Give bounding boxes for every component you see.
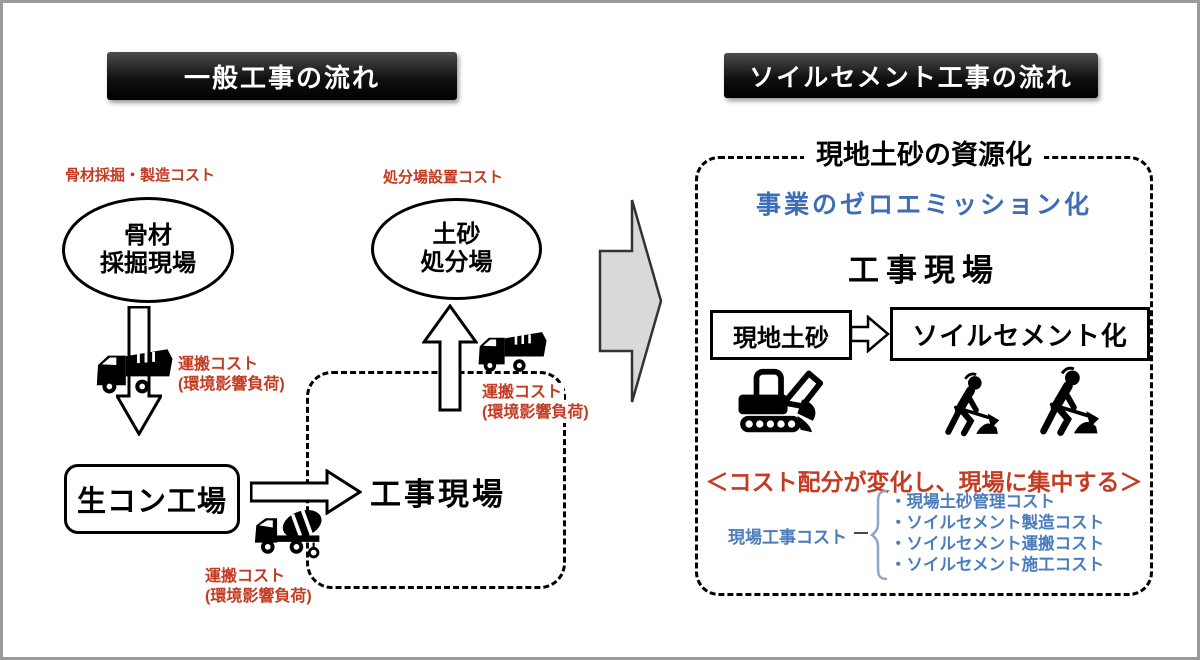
concrete-mixer-truck-icon xyxy=(254,509,322,559)
dump-truck-icon xyxy=(96,349,173,394)
aggregate-site-line2: 採掘現場 xyxy=(100,250,196,277)
dump-truck-icon xyxy=(478,332,547,372)
soil-cement-box: ソイルセメント化 xyxy=(890,307,1150,361)
digging-worker-icon xyxy=(945,372,1000,437)
disposal-cost-label: 処分場設置コスト xyxy=(383,169,504,186)
transport-cost-2-line1: 運搬コスト xyxy=(480,383,565,403)
transport-cost-1-line2: (環境影響負荷) xyxy=(176,375,287,395)
zero-emission-subheader: 事業のゼロエミッション化 xyxy=(755,191,1092,219)
transport-cost-label-2: 運搬コスト (環境影響負荷) xyxy=(480,383,591,423)
transport-cost-label-1: 運搬コスト (環境影響負荷) xyxy=(176,355,287,395)
concrete-plant-box: 生コン工場 xyxy=(64,464,240,534)
onsite-soil-label: 現地土砂 xyxy=(733,324,829,352)
disposal-site-oval: 土砂 処分場 xyxy=(371,198,542,300)
transport-cost-2-line2: (環境影響負荷) xyxy=(480,403,591,423)
soil-cement-dashed-box: 現地土砂の資源化 事業のゼロエミッション化 工事現場 現地土砂 ソイルセメント化 xyxy=(695,133,1153,596)
right-arrow xyxy=(250,469,362,515)
cost-item: ・現場土砂管理コスト xyxy=(890,493,1055,511)
onsite-soil-box: 現地土砂 xyxy=(710,310,852,360)
aggregate-cost-label: 骨材採掘・製造コスト xyxy=(65,167,216,184)
aggregate-site-line1: 骨材 xyxy=(124,221,172,249)
construction-site-dashed-box xyxy=(306,371,566,589)
excavator-icon xyxy=(738,368,824,433)
transport-cost-3-line1: 運搬コスト xyxy=(203,567,288,587)
right-flow-title-label: ソイルセメント工事の流れ xyxy=(749,63,1073,92)
cost-items-list: ・現場土砂管理コスト ・ソイルセメント製造コスト ・ソイルセメント運搬コスト ・… xyxy=(890,492,1104,576)
cost-item: ・ソイルセメント運搬コスト xyxy=(890,535,1105,553)
cost-item: ・ソイルセメント製造コスト xyxy=(890,514,1105,532)
transport-cost-3-line2: (環境影響負荷) xyxy=(203,587,314,607)
aggregate-site-oval: 骨材 採掘現場 xyxy=(62,197,234,303)
cost-change-header: ＜コスト配分が変化し、現場に集中する＞ xyxy=(705,469,1143,495)
right-flow-title: ソイルセメント工事の流れ xyxy=(724,53,1098,98)
left-flow-title-label: 一般工事の流れ xyxy=(183,62,380,93)
right-arrow xyxy=(850,315,890,353)
disposal-site-line1: 土砂 xyxy=(432,220,481,248)
disposal-site-line2: 処分場 xyxy=(420,249,493,276)
up-arrow xyxy=(422,304,478,412)
connector-line xyxy=(854,532,868,534)
resource-header: 現地土砂の資源化 xyxy=(804,133,1044,172)
soil-cement-label: ソイルセメント化 xyxy=(912,320,1128,351)
large-gray-transition-arrow xyxy=(598,199,663,403)
site-title: 工事現場 xyxy=(848,253,1000,288)
left-flow-title: 一般工事の流れ xyxy=(107,52,457,100)
digging-worker-icon xyxy=(1040,366,1100,436)
transport-cost-1-line1: 運搬コスト xyxy=(176,355,261,375)
cost-brace xyxy=(870,489,888,581)
transport-cost-label-3: 運搬コスト (環境影響負荷) xyxy=(203,567,314,607)
concrete-plant-label: 生コン工場 xyxy=(76,486,227,518)
construction-site-label: 工事現場 xyxy=(370,477,506,512)
onsite-cost-label: 現場工事コスト xyxy=(728,528,847,547)
cost-item: ・ソイルセメント施工コスト xyxy=(890,556,1105,574)
